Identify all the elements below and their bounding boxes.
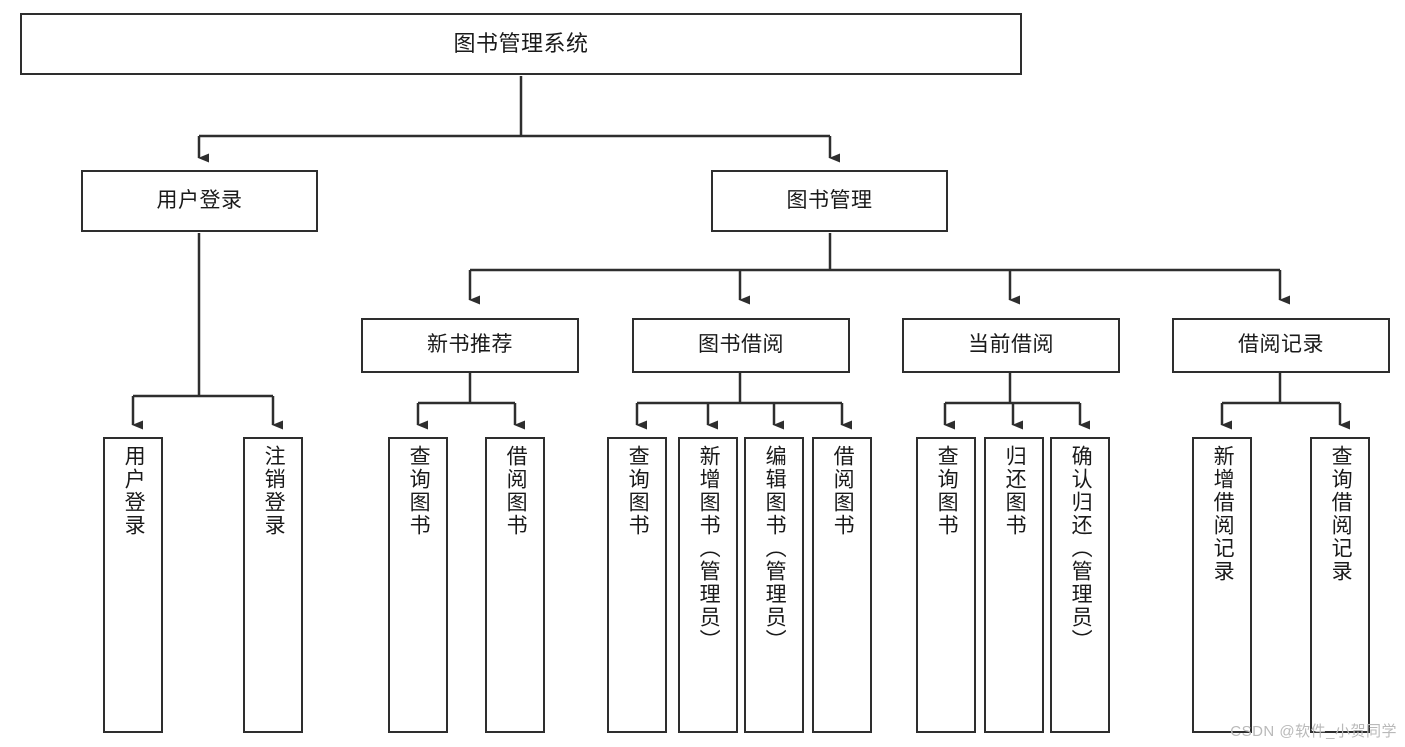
node-leaf-label: 注销登录 — [262, 445, 286, 537]
node-root-label: 图书管理系统 — [453, 30, 589, 56]
node-leaf-records-add[interactable]: 新增借阅记录 — [1192, 437, 1252, 733]
node-leaf-records-query[interactable]: 查询借阅记录 — [1310, 437, 1370, 733]
node-leaf-borrow-edit-book[interactable]: 编辑图书（管理员） — [744, 437, 804, 733]
node-leaf-label: 查询借阅记录 — [1329, 445, 1353, 583]
node-leaf-current-query[interactable]: 查询图书 — [916, 437, 976, 733]
node-book-management[interactable]: 图书管理 — [711, 170, 948, 232]
node-leaf-current-return[interactable]: 归还图书 — [984, 437, 1044, 733]
node-leaf-borrow-borrow-book[interactable]: 借阅图书 — [812, 437, 872, 733]
node-root[interactable]: 图书管理系统 — [20, 13, 1022, 75]
node-leaf-borrow-query[interactable]: 查询图书 — [607, 437, 667, 733]
node-user-login-label: 用户登录 — [156, 188, 243, 212]
node-leaf-user-login-logout[interactable]: 注销登录 — [243, 437, 303, 733]
node-new-book-recommend-label: 新书推荐 — [427, 333, 513, 357]
node-leaf-label: 借阅图书 — [831, 445, 855, 537]
node-leaf-label: 查询图书 — [626, 445, 650, 537]
node-user-login[interactable]: 用户登录 — [81, 170, 318, 232]
node-book-borrow[interactable]: 图书借阅 — [632, 318, 850, 373]
node-leaf-label: 归还图书 — [1003, 445, 1027, 537]
node-borrow-records[interactable]: 借阅记录 — [1172, 318, 1390, 373]
node-leaf-newbook-borrow[interactable]: 借阅图书 — [485, 437, 545, 733]
node-book-management-label: 图书管理 — [786, 188, 873, 212]
node-leaf-newbook-query[interactable]: 查询图书 — [388, 437, 448, 733]
node-leaf-label: 新增借阅记录 — [1211, 445, 1235, 583]
node-leaf-label: 查询图书 — [407, 445, 431, 537]
node-current-borrow[interactable]: 当前借阅 — [902, 318, 1120, 373]
node-current-borrow-label: 当前借阅 — [968, 333, 1054, 357]
node-leaf-user-login-login[interactable]: 用户登录 — [103, 437, 163, 733]
node-leaf-label: 用户登录 — [122, 445, 146, 537]
node-leaf-current-confirm-return[interactable]: 确认归还（管理员） — [1050, 437, 1110, 733]
node-new-book-recommend[interactable]: 新书推荐 — [361, 318, 579, 373]
node-leaf-label: 确认归还（管理员） — [1069, 445, 1093, 652]
node-leaf-label: 编辑图书（管理员） — [763, 445, 787, 652]
node-leaf-borrow-add-book[interactable]: 新增图书（管理员） — [678, 437, 738, 733]
node-book-borrow-label: 图书借阅 — [698, 333, 784, 357]
node-leaf-label: 借阅图书 — [504, 445, 528, 537]
node-leaf-label: 新增图书（管理员） — [697, 445, 721, 652]
node-borrow-records-label: 借阅记录 — [1238, 333, 1324, 357]
node-leaf-label: 查询图书 — [935, 445, 959, 537]
